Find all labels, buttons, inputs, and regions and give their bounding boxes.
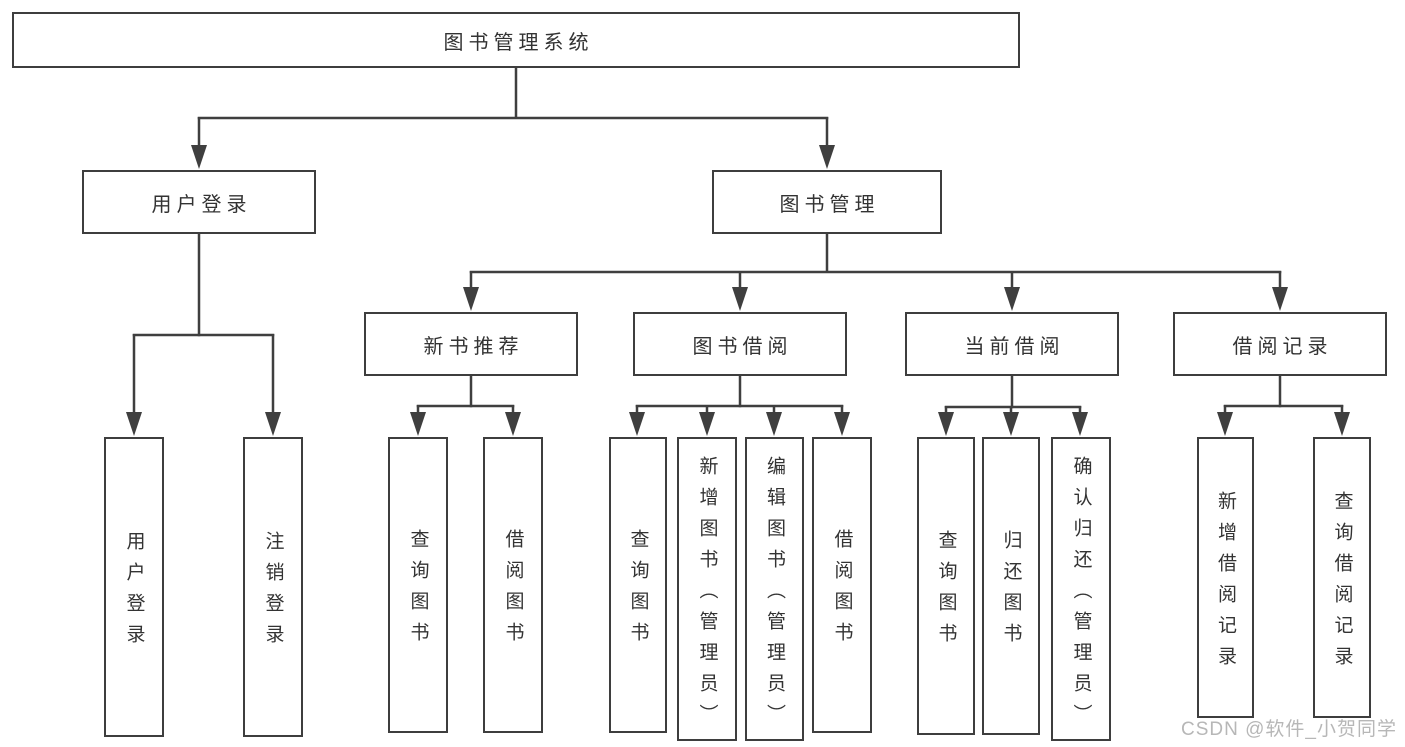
node-label: 查询图书 — [407, 529, 429, 653]
leaf-borrow-books-recommend: 借阅图书 — [483, 437, 543, 733]
node-label: 确认归还（管理员） — [1070, 455, 1092, 735]
leaf-add-book-admin: 新增图书（管理员） — [677, 437, 737, 741]
leaf-add-borrow-record: 新增借阅记录 — [1197, 437, 1254, 718]
leaf-return-book: 归还图书 — [982, 437, 1040, 735]
csdn-watermark: CSDN @软件_小贺同学 — [1181, 719, 1397, 740]
node-label: 注销登录 — [262, 531, 284, 655]
leaf-confirm-return-admin: 确认归还（管理员） — [1051, 437, 1111, 741]
leaf-query-books-recommend: 查询图书 — [388, 437, 448, 733]
node-label: 查询图书 — [627, 529, 649, 653]
node-borrow-records: 借阅记录 — [1173, 312, 1387, 376]
node-book-management: 图书管理 — [712, 170, 942, 234]
node-label: 用户登录 — [151, 193, 252, 216]
leaf-borrow-books: 借阅图书 — [812, 437, 872, 733]
node-book-borrow: 图书借阅 — [633, 312, 847, 376]
node-label: 借阅图书 — [502, 529, 524, 653]
node-label: 新增借阅记录 — [1215, 490, 1236, 677]
node-label: 新书推荐 — [423, 335, 524, 358]
node-label: 图书管理 — [779, 193, 880, 216]
node-current-borrow: 当前借阅 — [905, 312, 1119, 376]
node-label: 编辑图书（管理员） — [764, 455, 785, 735]
node-label: 用户登录 — [123, 531, 145, 655]
leaf-user-login: 用户登录 — [104, 437, 164, 737]
node-label: 查询借阅记录 — [1331, 490, 1353, 677]
node-label: 图书管理系统 — [443, 31, 594, 54]
node-label: 归还图书 — [1000, 530, 1022, 654]
node-label: 当前借阅 — [964, 335, 1065, 358]
leaf-query-borrow-record: 查询借阅记录 — [1313, 437, 1371, 718]
node-user-login: 用户登录 — [82, 170, 316, 234]
node-label: 借阅图书 — [831, 529, 853, 653]
node-label: 借阅记录 — [1232, 335, 1333, 358]
node-label: 新增图书（管理员） — [696, 455, 718, 735]
node-new-book-recommend: 新书推荐 — [364, 312, 578, 376]
node-label: 查询图书 — [935, 530, 957, 654]
leaf-query-books-borrow: 查询图书 — [609, 437, 667, 733]
leaf-query-books-current: 查询图书 — [917, 437, 975, 735]
node-library-management-system: 图书管理系统 — [12, 12, 1020, 68]
node-label: 图书借阅 — [692, 335, 793, 358]
leaf-edit-book-admin: 编辑图书（管理员） — [745, 437, 804, 741]
leaf-logout: 注销登录 — [243, 437, 303, 737]
